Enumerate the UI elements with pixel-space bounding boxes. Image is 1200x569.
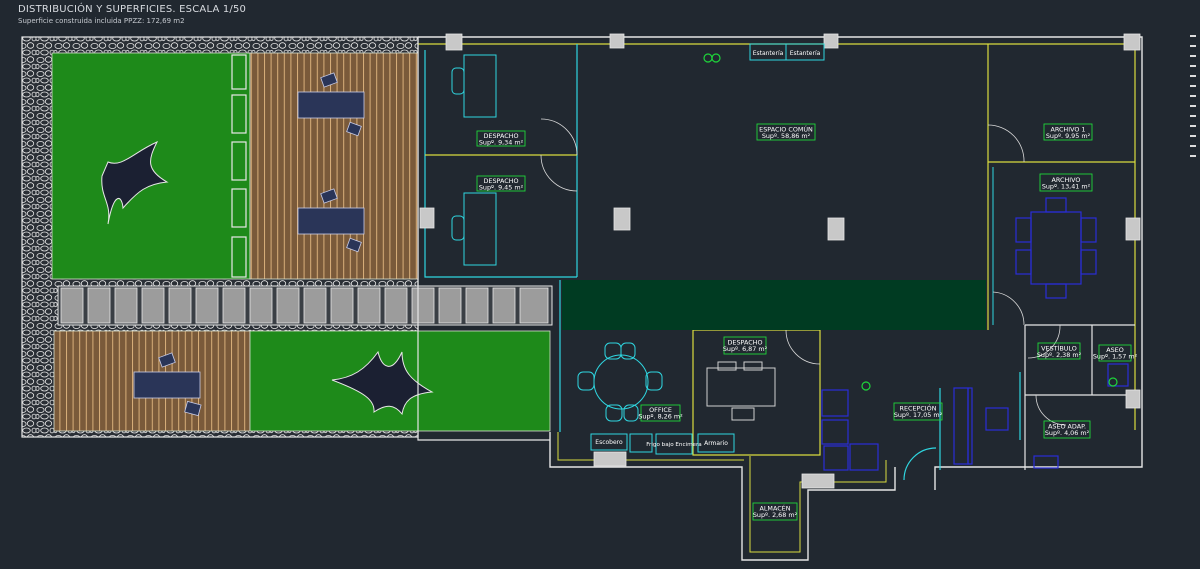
label-aseo-area: Supº. 1,57 m² <box>1093 353 1138 361</box>
label-despacho-3-name: DESPACHO <box>727 339 762 347</box>
label-vestibulo-area: Supº. 2,38 m² <box>1037 351 1082 359</box>
label-despacho-2-area: Supº. 9,45 m² <box>479 184 524 192</box>
label-archivo-2-area: Supº. 13,41 m² <box>1042 183 1091 191</box>
structural-pillars <box>419 33 1141 489</box>
label-frames <box>476 123 1132 521</box>
label-despacho-1-area: Supº. 9,34 m² <box>479 139 524 147</box>
fixture-boxes <box>590 43 825 455</box>
label-espacio-area: Supº. 58,86 m² <box>762 132 811 140</box>
label-frigo: Frigo bajo Encimera <box>646 442 701 448</box>
walls <box>417 36 1143 561</box>
plan-subtitle: Superficie construida incluida PPZZ: 172… <box>18 17 185 25</box>
label-vestibulo-name: VESTÍBULO <box>1041 344 1077 353</box>
label-escobero: Escobero <box>595 439 623 446</box>
terrace <box>21 36 553 438</box>
label-estanteria-2: Estantería <box>790 50 821 57</box>
label-aseo-name: ASEO <box>1106 346 1124 354</box>
label-archivo-1-name: ARCHIVO 1 <box>1050 126 1085 134</box>
label-despacho-2-name: DESPACHO <box>483 177 518 185</box>
label-almacen-name: ALMACÉN <box>760 504 791 513</box>
umbrella-bottom <box>331 350 434 416</box>
sanitary-fixtures <box>703 53 1118 391</box>
reception-furniture <box>821 363 1129 471</box>
label-office-area: Supº. 8,26 m² <box>638 413 683 421</box>
meeting-table <box>1015 197 1097 299</box>
outdoor-furniture <box>133 72 365 417</box>
paving-strip <box>57 285 553 326</box>
label-armario: Armario <box>704 440 728 447</box>
planters <box>231 54 247 278</box>
glass-partitions <box>939 372 1021 470</box>
label-recepcion-area: Supº. 17,05 m² <box>894 411 943 419</box>
label-aseo-adap-name: ASEO ADAP. <box>1048 423 1086 431</box>
corridor-zone <box>562 280 986 330</box>
label-recepcion-name: RECEPCIÓN <box>900 404 937 413</box>
door-swings <box>540 118 1067 481</box>
label-archivo-1-area: Supº. 9,95 m² <box>1046 132 1091 140</box>
edge-ticks <box>1190 35 1196 157</box>
despacho-desk <box>706 361 776 421</box>
room-labels: DESPACHO Supº. 9,34 m² DESPACHO Supº. 9,… <box>479 125 1138 520</box>
plan-title: DISTRIBUCIÓN Y SUPERFICIES. ESCALA 1/50 <box>18 4 247 15</box>
label-estanteria-1: Estantería <box>753 50 784 57</box>
fixture-labels: Estantería Estantería Escobero Frigo baj… <box>595 50 820 448</box>
label-almacen-area: Supº. 2,68 m² <box>753 511 798 519</box>
plan-header: DISTRIBUCIÓN Y SUPERFICIES. ESCALA 1/50 … <box>18 4 246 25</box>
deck-top <box>249 52 419 280</box>
label-office-name: OFFICE <box>649 406 672 414</box>
label-archivo-2-name: ARCHIVO <box>1052 176 1081 184</box>
label-aseo-adap-area: Supº. 4,06 m² <box>1045 429 1090 437</box>
label-espacio-name: ESPACIO COMÚN <box>759 125 813 134</box>
umbrella-top <box>101 140 169 225</box>
office-furniture <box>451 54 663 453</box>
label-despacho-1-name: DESPACHO <box>483 132 518 140</box>
label-despacho-3-area: Supº. 6,87 m² <box>723 345 768 353</box>
